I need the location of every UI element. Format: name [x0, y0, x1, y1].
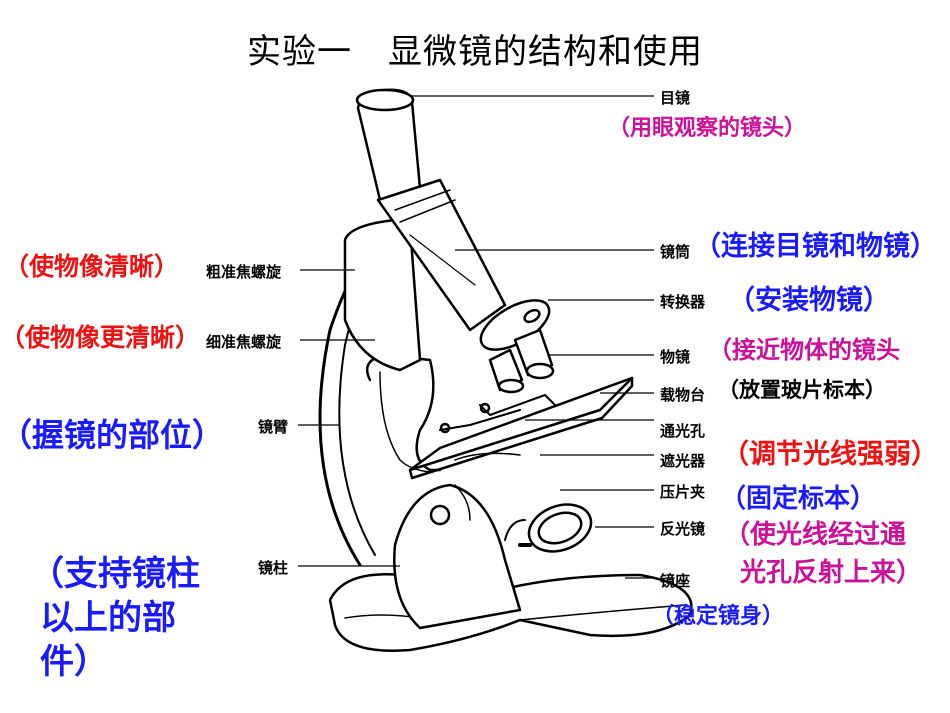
- title-part1: 实验一: [247, 32, 352, 72]
- label-pillar: 镜柱: [258, 559, 289, 577]
- note-coarse-adjustment: （使物像清晰）: [4, 252, 180, 281]
- title-part2: 显微镜的结构和使用: [388, 32, 703, 72]
- note-pillar-line3: 件）: [40, 642, 108, 682]
- note-stage: （放置玻片标本）: [718, 378, 886, 402]
- note-eyepiece: （用眼观察的镜头）: [608, 116, 807, 141]
- label-diaphragm: 遮光器: [660, 452, 706, 470]
- note-base: （稳定镜身）: [652, 604, 785, 629]
- label-tube: 镜筒: [660, 243, 691, 261]
- mirror-shape: [527, 503, 593, 553]
- note-pillar: （支持镜柱 以上的部 件）: [30, 552, 200, 684]
- note-mirror-line2: 光孔反射上来）: [740, 558, 923, 588]
- note-diaphragm: （调节光线强弱）: [722, 439, 938, 470]
- label-coarse-adjustment: 粗准焦螺旋: [206, 263, 282, 281]
- label-eyepiece: 目镜: [660, 89, 691, 107]
- label-stage: 载物台: [660, 386, 706, 404]
- label-fine-adjustment: 细准焦螺旋: [206, 333, 282, 351]
- label-nosepiece: 转换器: [660, 293, 706, 311]
- label-arm: 镜臂: [258, 418, 289, 436]
- note-clip: （固定标本）: [720, 484, 877, 514]
- note-pillar-line2: 以上的部: [40, 598, 176, 638]
- note-fine-adjustment: （使物像更清晰）: [0, 323, 201, 352]
- label-aperture: 通光孔: [660, 422, 706, 440]
- label-clip: 压片夹: [660, 483, 706, 501]
- page-title: 实验一显微镜的结构和使用: [0, 24, 950, 73]
- label-objective: 物镜: [660, 348, 691, 366]
- note-mirror-line1: （使光线经过通: [724, 520, 907, 550]
- note-tube: （连接目镜和物镜）: [694, 231, 937, 262]
- note-nosepiece: （安装物镜）: [728, 285, 890, 316]
- label-mirror: 反光镜: [660, 520, 706, 538]
- note-arm: （握镜的部位）: [0, 416, 225, 454]
- note-pillar-line1: （支持镜柱: [30, 554, 200, 594]
- note-objective: （接近物体的镜头: [708, 336, 900, 364]
- label-base: 镜座: [660, 572, 691, 590]
- pillar-shape: [393, 483, 522, 630]
